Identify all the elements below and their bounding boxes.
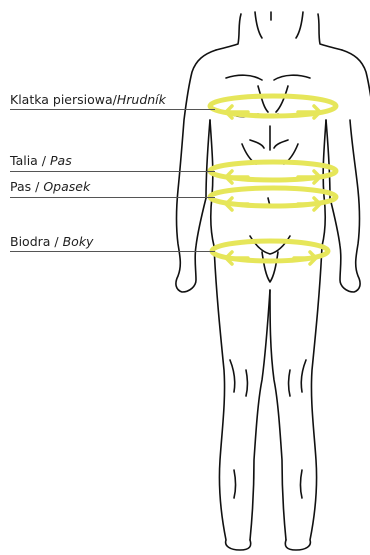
chest-leader-line xyxy=(10,109,215,110)
right-leg-outline xyxy=(285,246,322,550)
belt-label: Pas / Opasek xyxy=(10,180,90,194)
right-arm-outline xyxy=(342,50,370,120)
hips-leader-line xyxy=(10,251,215,252)
neck-outline xyxy=(216,14,241,50)
belt-leader-line xyxy=(10,197,215,198)
left-leg-outline xyxy=(214,246,251,550)
chest-label: Klatka piersiowa/Hrudník xyxy=(10,93,166,107)
waist-label: Talia / Pas xyxy=(10,154,72,168)
torso-outline xyxy=(210,120,214,246)
hips-label: Biodra / Boky xyxy=(10,235,93,249)
waist-leader-line xyxy=(10,171,215,172)
